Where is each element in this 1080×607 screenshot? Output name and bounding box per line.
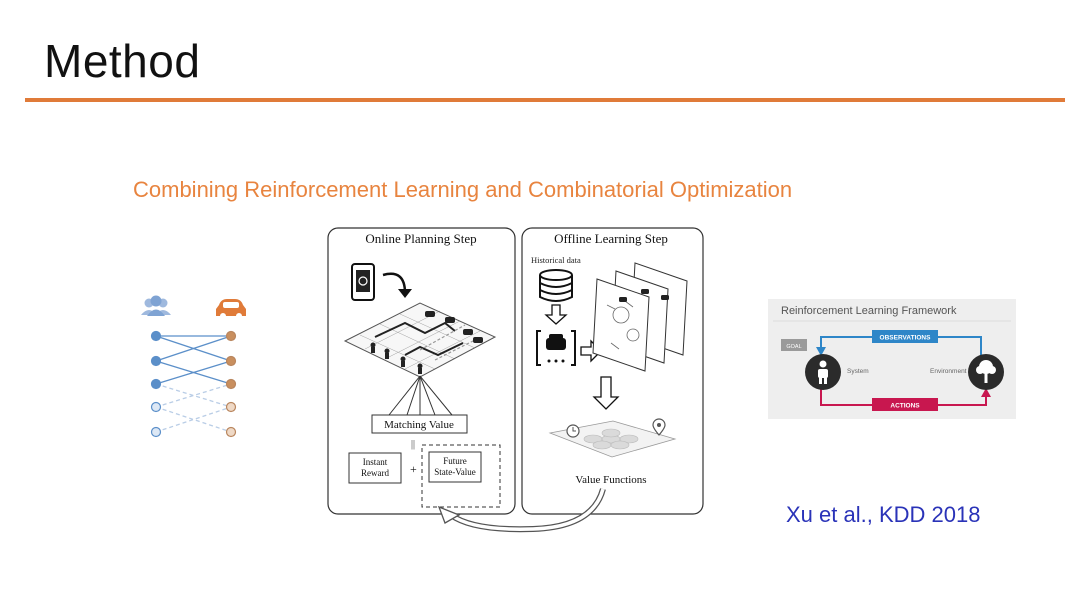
- goal-tag: [781, 339, 807, 351]
- route-lines: [374, 321, 464, 357]
- person-icon: [818, 360, 828, 384]
- matching-value-box: [371, 414, 468, 434]
- planning-learning-diagram: Online Planning Step: [327, 227, 704, 533]
- actions-badge: [872, 398, 938, 411]
- future-value-dashed-box: [421, 444, 501, 508]
- bipartite-matching-graph: [141, 295, 246, 438]
- slide-subtitle: Combining Reinforcement Learning and Com…: [133, 177, 793, 202]
- future-state-value-box: [428, 451, 482, 483]
- plus-sign: +: [410, 462, 417, 476]
- smartphone-icon: [351, 263, 375, 301]
- trajectory-cards: [592, 262, 688, 372]
- environment-label: Environment: [930, 368, 967, 375]
- diagram-text: GOAL: [786, 344, 801, 350]
- users-icon: [141, 295, 171, 316]
- online-panel-title: Online Planning Step: [365, 231, 476, 246]
- rl-framework-title: Reinforcement Learning Framework: [781, 305, 957, 317]
- equals-sign: ||: [411, 439, 415, 450]
- rl-framework-figure: Reinforcement Learning Framework OBSERVA…: [768, 299, 1016, 419]
- map-cars: [425, 311, 483, 343]
- instant-reward-box: [348, 452, 402, 484]
- value-functions-label: Value Functions: [575, 474, 646, 486]
- matching-value-label: Matching Value: [384, 419, 454, 431]
- location-pin-icon: [652, 418, 666, 436]
- diagram-text: ACTIONS: [890, 403, 920, 410]
- citation: Xu et al., KDD 2018: [786, 502, 981, 527]
- map-passengers: [370, 342, 423, 374]
- slide-title: Method: [44, 35, 201, 87]
- diagram-text: Instant: [363, 457, 388, 467]
- clock-icon: [566, 424, 580, 438]
- historical-data-label: Historical data: [531, 255, 581, 265]
- database-icon: [539, 269, 573, 302]
- tree-icon: [976, 360, 996, 383]
- diagram-text: State-Value: [434, 467, 475, 477]
- observations-badge: [872, 330, 938, 343]
- system-label: System: [847, 368, 869, 375]
- diagram-text: OBSERVATIONS: [880, 335, 932, 342]
- offline-panel-title: Offline Learning Step: [554, 231, 668, 246]
- diagram-text: Future: [443, 456, 467, 466]
- car-icon: [216, 299, 246, 319]
- title-divider: [25, 98, 1065, 102]
- diagram-text: Reward: [361, 468, 389, 478]
- taxi-icon: [536, 330, 576, 366]
